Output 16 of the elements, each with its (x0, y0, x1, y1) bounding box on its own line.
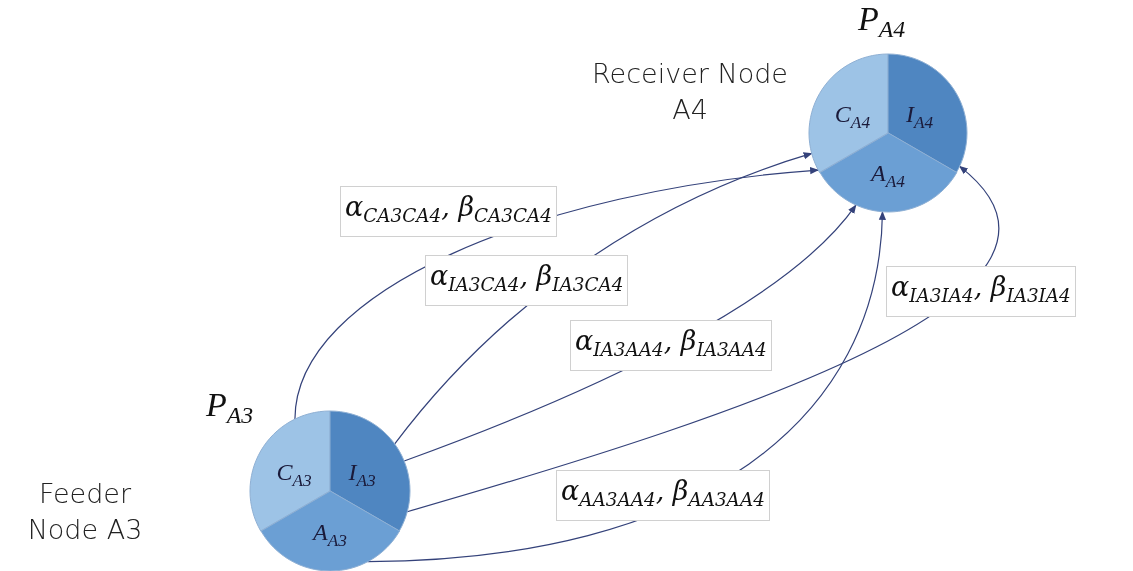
node-title: Receiver Node A4 (591, 57, 789, 127)
edge-label: α$_{IA3IA4}$, β$_{IA3IA4}$ (886, 266, 1076, 318)
sector-label: C$_{A4}$ (834, 101, 871, 133)
sector-label: A$_{A4}$ (871, 160, 905, 192)
sector-label: I$_{A4}$ (906, 101, 934, 133)
sector-label: I$_{A3}$ (348, 459, 376, 491)
node-title: Feeder Node A3 (26, 477, 144, 547)
sector-label: C$_{A3}$ (276, 459, 312, 491)
edge-label: α$_{IA3CA4}$, β$_{IA3CA4}$ (425, 255, 629, 307)
sector-label: A$_{A3}$ (313, 519, 347, 551)
node-symbol: P$_{A3}$ (206, 386, 254, 430)
edge-label: α$_{CA3CA4}$, β$_{CA3CA4}$ (340, 186, 557, 238)
node-symbol: P$_{A4}$ (858, 0, 906, 44)
arrow (406, 165, 1000, 513)
edge-label: α$_{IA3AA4}$, β$_{IA3AA4}$ (570, 320, 772, 372)
edge-label: α$_{AA3AA4}$, β$_{AA3AA4}$ (556, 470, 770, 522)
